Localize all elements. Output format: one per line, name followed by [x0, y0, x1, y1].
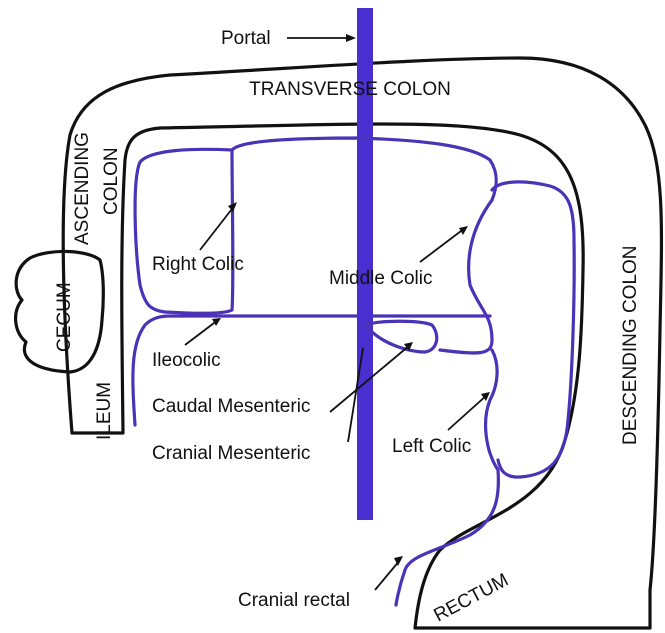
middle-colic-pointer: [420, 228, 465, 262]
cranial-rectal-label: Cranial rectal: [238, 590, 350, 611]
ileocolic-arrowhead: [212, 318, 221, 326]
rectum-label: RECTUM: [430, 570, 512, 627]
descending-arcade: [492, 182, 574, 477]
portal-arrowhead: [346, 34, 356, 42]
cecum-label: CECUM: [54, 282, 75, 352]
ileocolic-pointer: [185, 320, 218, 345]
transverse-colon-label: TRANSVERSE COLON: [249, 79, 451, 100]
left-colic-vein: [396, 350, 498, 605]
descending-colon-label: DESCENDING COLON: [620, 245, 641, 445]
right-colic-label: Right Colic: [152, 254, 244, 275]
left-colic-label: Left Colic: [392, 436, 471, 457]
portal-label: Portal: [221, 28, 271, 49]
caudal-mesenteric-label: Caudal Mesenteric: [152, 396, 310, 417]
caudal-mesenteric-vein: [365, 321, 437, 352]
cranial-mesenteric-label: Cranial Mesenteric: [152, 443, 310, 464]
right-colic-vein: [135, 149, 233, 313]
right-colic-pointer: [200, 205, 235, 250]
ileum-label: ILEUM: [94, 382, 115, 440]
ascending-colon-label-1: ASCENDING: [72, 132, 93, 245]
ileocolic-label: Ileocolic: [152, 350, 221, 371]
vein-network: [133, 138, 574, 605]
middle-colic-label: Middle Colic: [329, 268, 432, 289]
left-colic-pointer: [448, 395, 487, 430]
cranial-rectal-pointer: [375, 560, 400, 590]
left-colic-vein-upper: [440, 200, 492, 353]
ascending-colon-label-2: COLON: [101, 147, 122, 215]
